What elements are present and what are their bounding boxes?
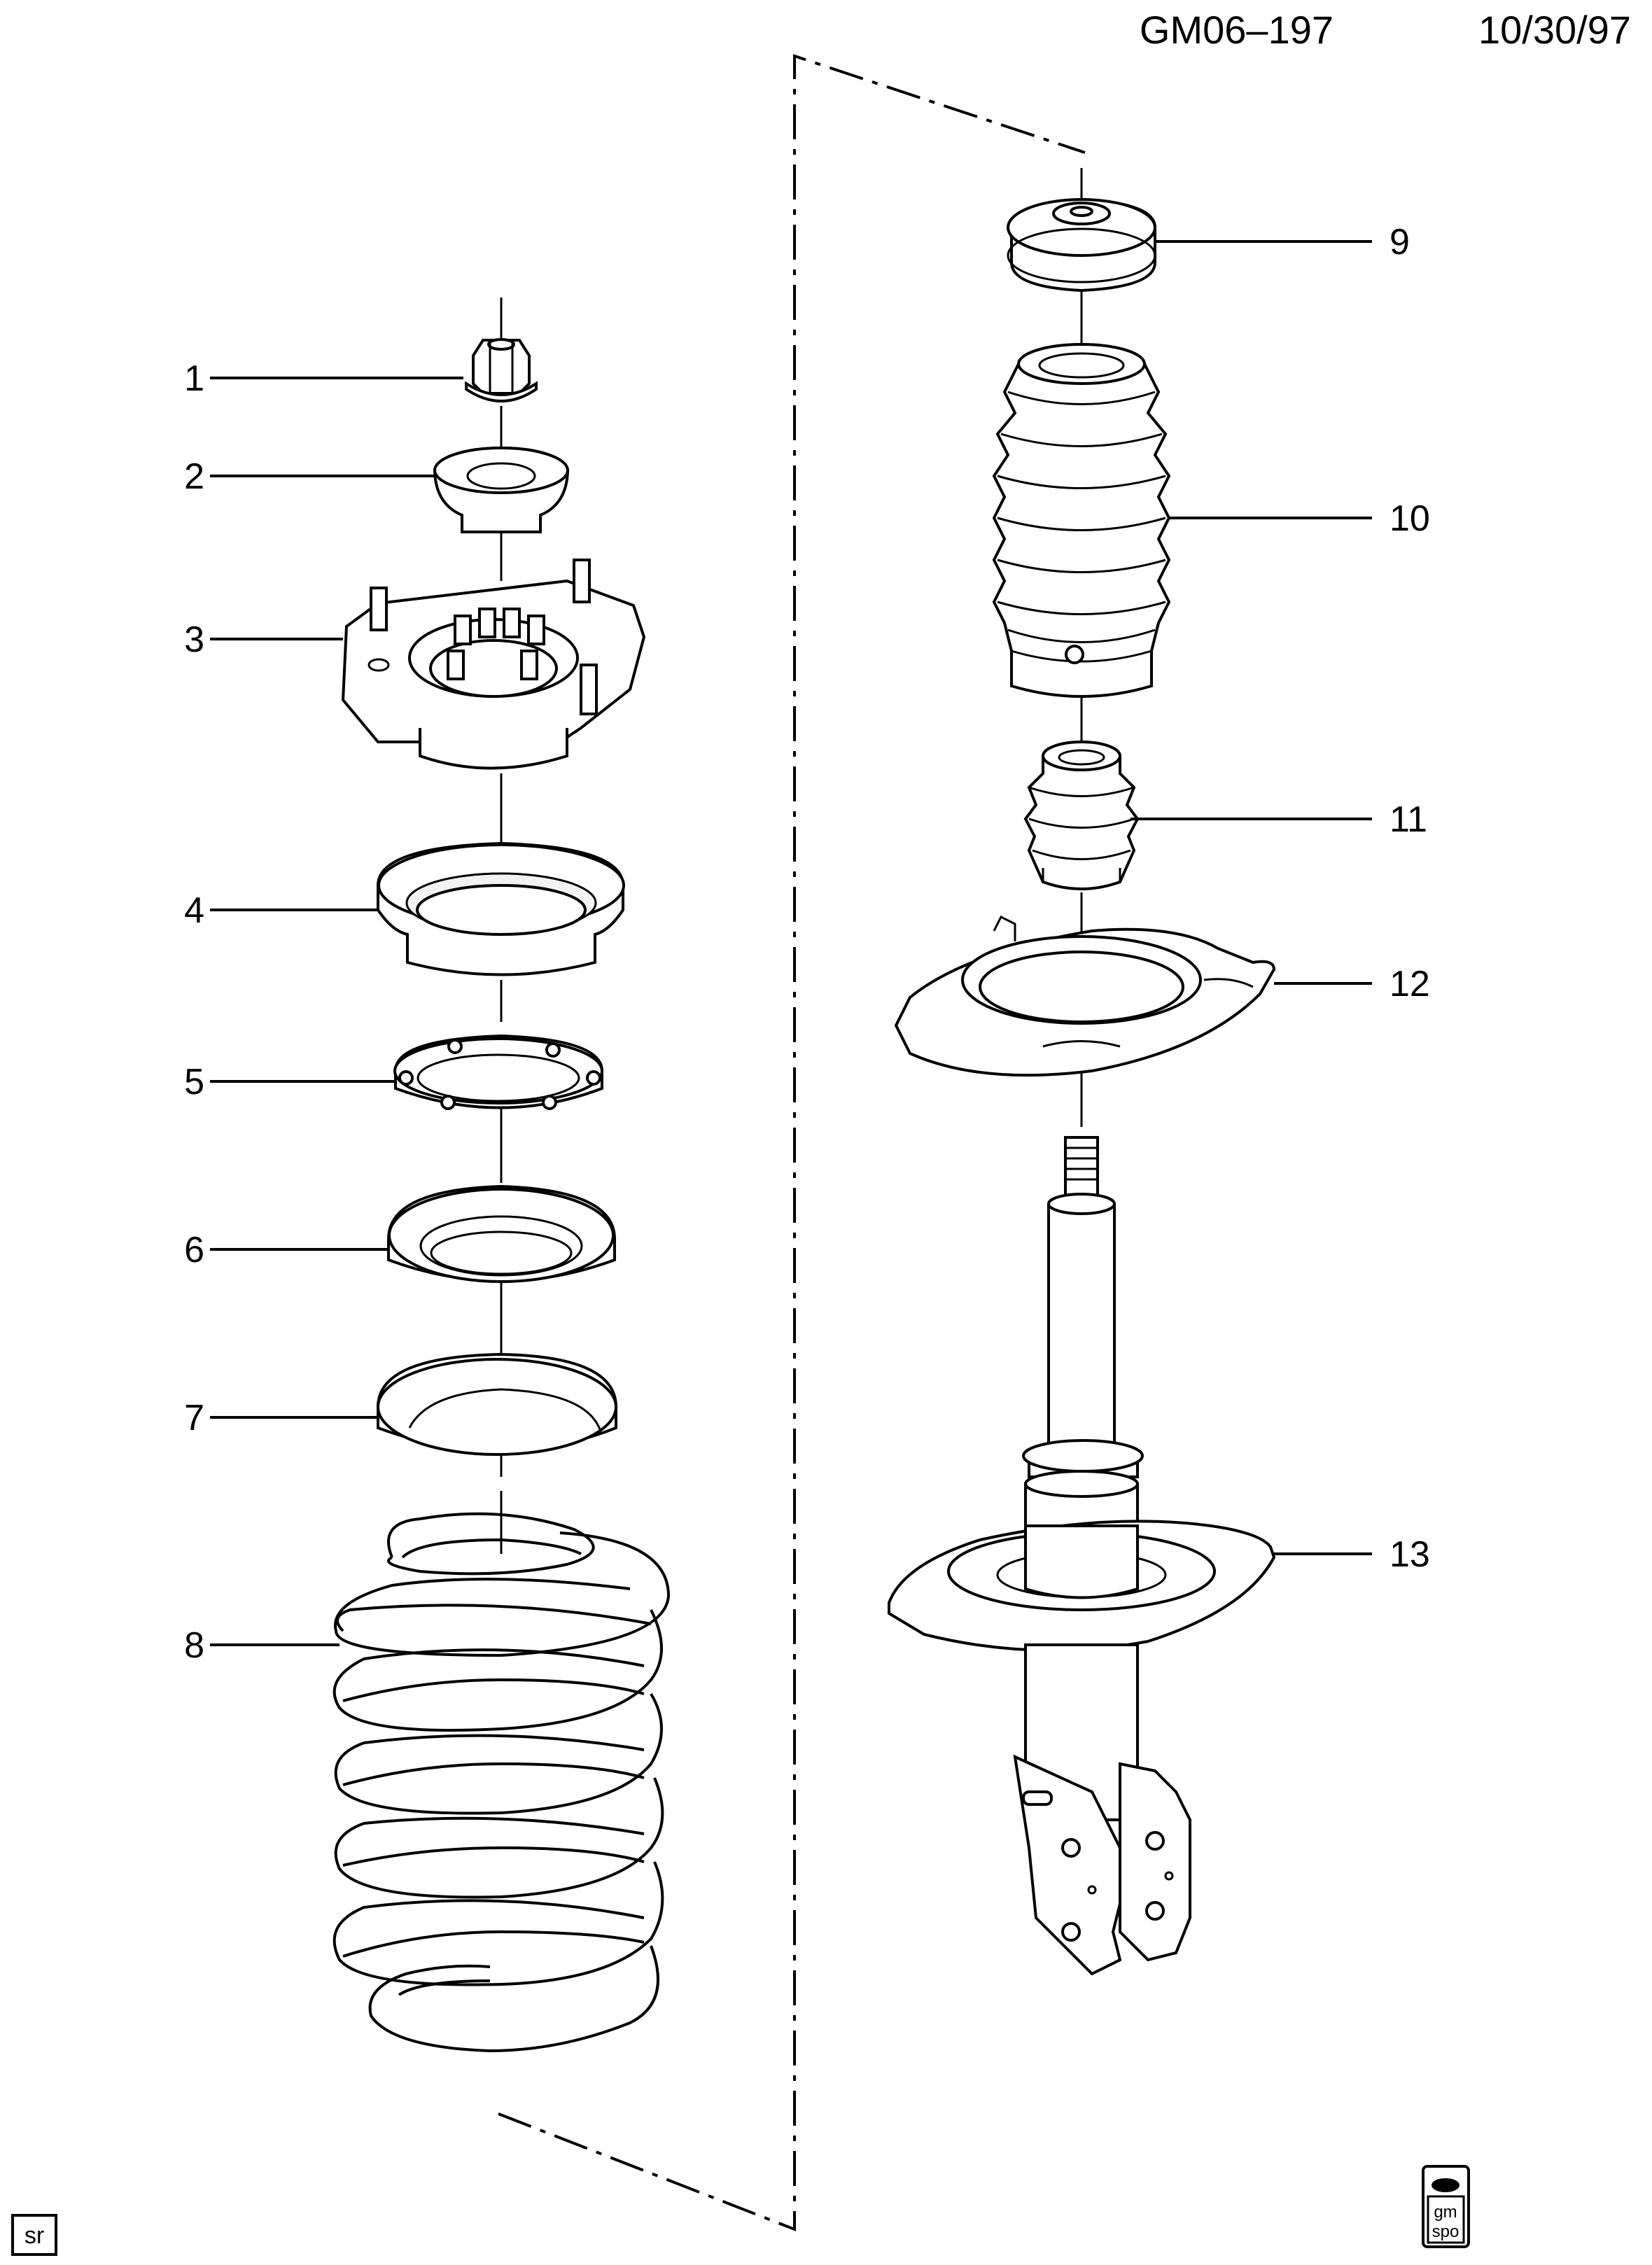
- part-10-dust-boot: [992, 343, 1171, 698]
- part-12-spring-plate: [894, 915, 1276, 1077]
- part-8-coil-spring: [332, 1512, 671, 2053]
- callout-8: 8: [184, 1625, 204, 1666]
- part-1-nut: [465, 338, 538, 402]
- callout-11: 11: [1390, 799, 1427, 840]
- part-5-bearing: [393, 1034, 603, 1110]
- drawing-id: GM06–197: [1140, 8, 1334, 52]
- part-11-jounce-bumper: [1023, 741, 1140, 890]
- drawing-date: 10/30/97: [1478, 8, 1631, 52]
- part-3-strut-mount: [341, 559, 646, 770]
- callout-9: 9: [1390, 222, 1410, 262]
- part-9-bumper-cap: [1007, 197, 1156, 293]
- part-6-spring-seat: [387, 1184, 616, 1283]
- callout-4: 4: [184, 890, 204, 931]
- gm-spo-logo: gm spo: [1422, 2165, 1470, 2248]
- callout-3: 3: [184, 619, 204, 660]
- part-13-strut-assembly: [888, 1136, 1276, 1976]
- assembly-connector-line: [498, 54, 1086, 2231]
- part-4-bearing-seat: [377, 841, 625, 976]
- callout-2: 2: [184, 456, 204, 497]
- callout-leaders: [210, 240, 1372, 1646]
- callout-13: 13: [1390, 1534, 1430, 1575]
- callout-6: 6: [184, 1230, 204, 1270]
- callout-7: 7: [184, 1398, 204, 1438]
- callout-5: 5: [184, 1062, 204, 1102]
- corner-tag-text: sr: [24, 2222, 44, 2249]
- callout-12: 12: [1390, 964, 1430, 1004]
- callout-numbers: 1 2 3 4 5 6 7 8 9 10 11 12 13: [184, 222, 1430, 1666]
- logo-text-spo: spo: [1432, 2222, 1460, 2241]
- part-7-spring-insulator: [377, 1352, 617, 1456]
- callout-10: 10: [1390, 498, 1430, 539]
- part-2-insulator: [433, 447, 569, 533]
- logo-text-gm: gm: [1434, 2203, 1457, 2222]
- corner-tag: sr: [11, 2214, 57, 2256]
- callout-1: 1: [184, 358, 204, 399]
